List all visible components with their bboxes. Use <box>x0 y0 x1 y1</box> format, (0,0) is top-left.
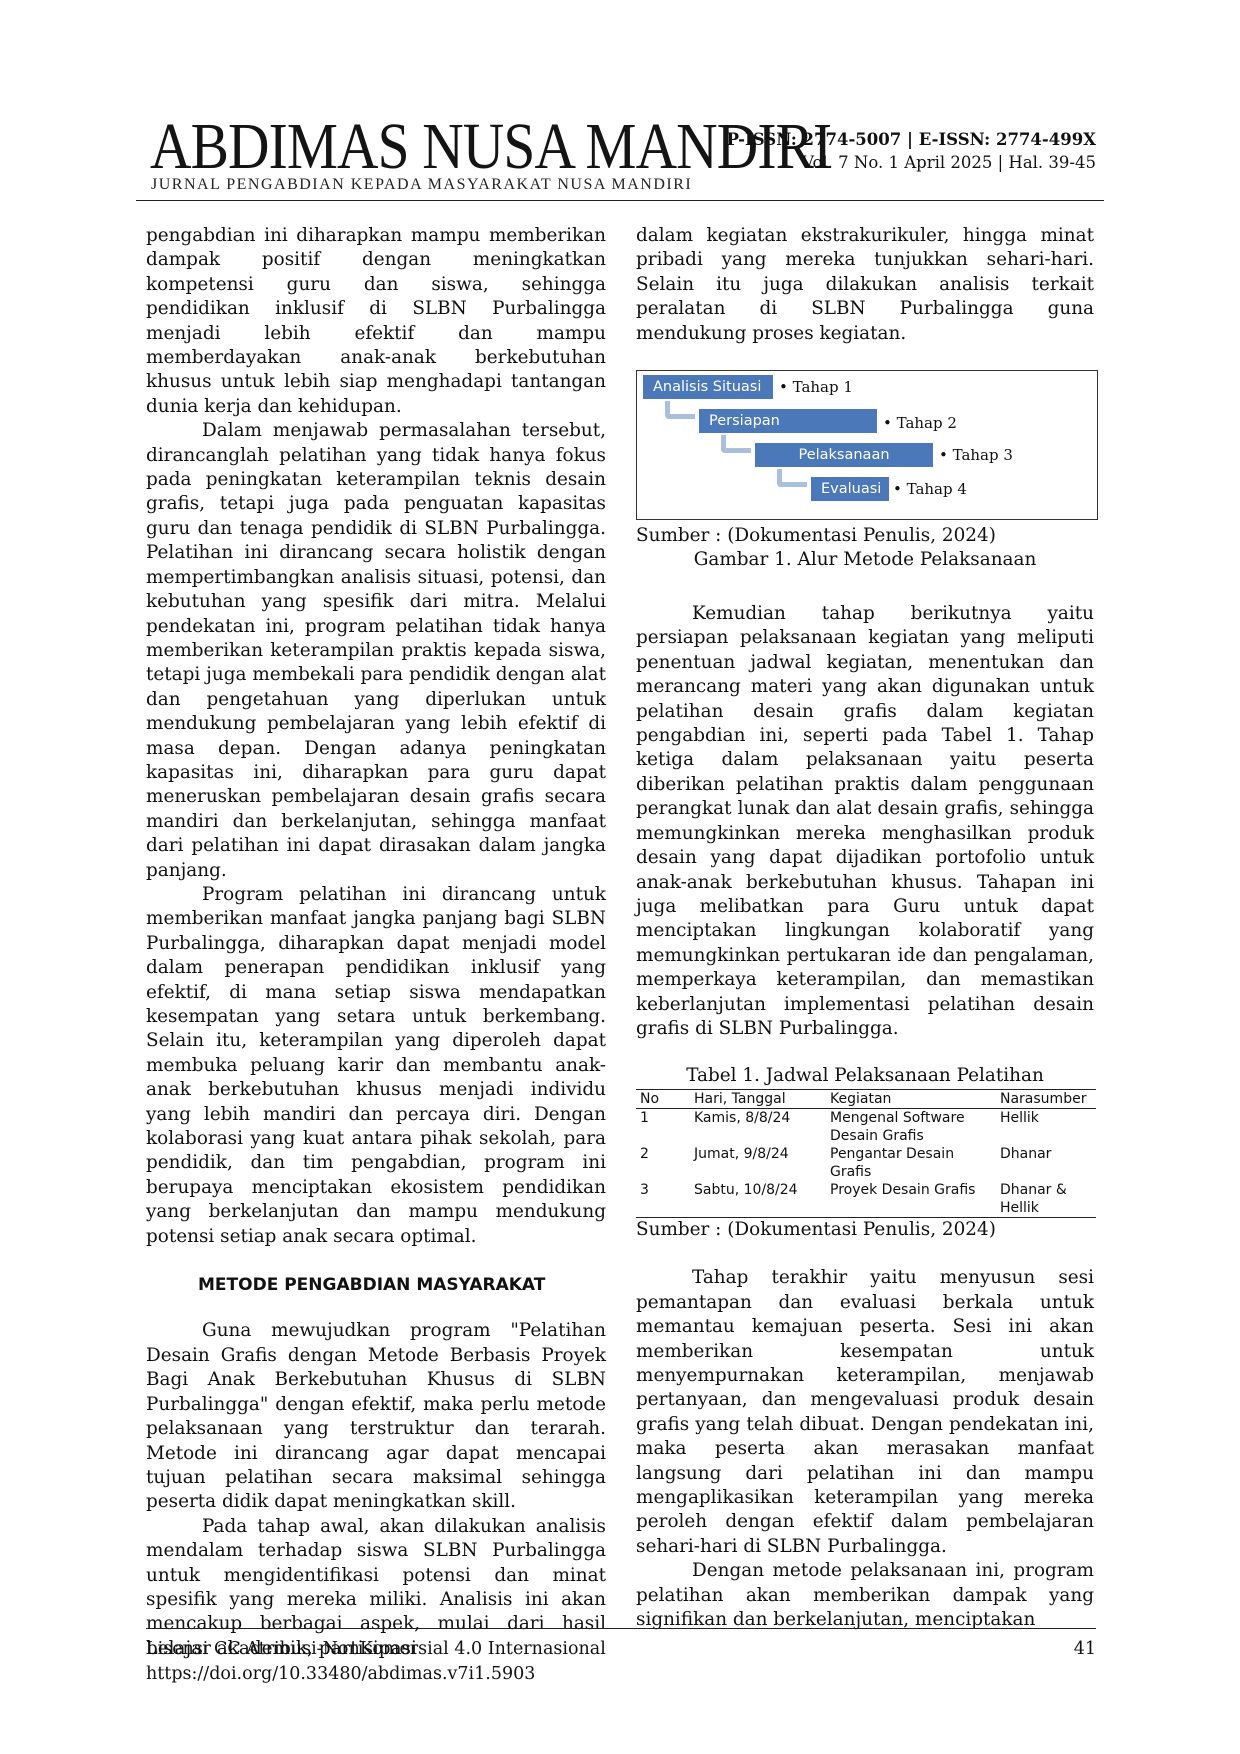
paragraph: dalam kegiatan ekstrakurikuler, hingga m… <box>636 225 1094 344</box>
step-tag-3: • Tahap 3 <box>939 446 1013 465</box>
table-cell: Dhanar <box>1000 1146 1052 1163</box>
table-row: 3 Sabtu, 10/8/24 Proyek Desain Grafis Dh… <box>636 1181 1096 1219</box>
license-text: Lisensi CC Atribusi-NonKomersial 4.0 Int… <box>146 1639 606 1659</box>
table-header-cell: No <box>636 1089 690 1110</box>
flow-connector-arrow <box>665 401 695 420</box>
journal-logo-title: ABDIMAS NUSA MANDIRI <box>150 110 832 183</box>
paragraph: Kemudian tahap berikutnya yaitu persiapa… <box>636 603 1094 1039</box>
page-footer: Lisensi CC Atribusi-NonKomersial 4.0 Int… <box>146 1628 1096 1687</box>
paragraph: Dengan metode pelaksanaan ini, program p… <box>636 1560 1094 1631</box>
paragraph: Pada tahap awal, akan dilakukan analisis… <box>146 1515 606 1659</box>
volume-info: Vol. 7 No. 1 April 2025 | Hal. 39-45 <box>802 153 1096 172</box>
method-flow-figure: Analisis Situasi • Tahap 1 Persiapan Pel… <box>636 370 1098 521</box>
table-cell: 2 <box>640 1146 649 1163</box>
paragraph: Tahap terakhir yaitu menyusun sesi peman… <box>636 1267 1094 1557</box>
paragraph: Guna mewujudkan program "Pelatihan Desai… <box>146 1320 606 1513</box>
flow-connector-arrow <box>721 435 751 454</box>
step-tag-4: • Tahap 4 <box>893 480 967 499</box>
table-header-row: No Hari, Tanggal Kegiatan Narasumber <box>636 1089 1096 1110</box>
table-cell: Mengenal Software Desain Grafis <box>830 1110 965 1145</box>
spacer <box>636 1242 1094 1266</box>
right-column: dalam kegiatan ekstrakurikuler, hingga m… <box>636 224 1098 1632</box>
paragraph: Program pelatihan ini dirancang untuk me… <box>146 883 606 1247</box>
figure-caption: Gambar 1. Alur Metode Pelaksanaan <box>693 549 1037 571</box>
spacer <box>636 588 1094 602</box>
step-box-4: Evaluasi <box>811 477 889 502</box>
table-cell: Pengantar Desain Grafis <box>830 1146 955 1181</box>
flow-connector-arrow <box>777 469 807 488</box>
table-row: 2 Jumat, 9/8/24 Pengantar Desain Grafis … <box>636 1145 1096 1181</box>
section-heading: METODE PENGABDIAN MASYARAKAT <box>198 1275 546 1296</box>
step-tag-1: • Tahap 1 <box>779 378 853 397</box>
table-cell: 3 <box>636 1181 690 1219</box>
table-cell: Sabtu, 10/8/24 <box>690 1181 826 1219</box>
table-cell: Dhanar & Hellik <box>996 1181 1096 1219</box>
journal-logo-subtitle: JURNAL PENGABDIAN KEPADA MASYARAKAT NUSA… <box>151 176 693 193</box>
doi-link[interactable]: https://doi.org/10.33480/abdimas.v7i1.59… <box>146 1664 536 1684</box>
journal-header: ABDIMAS NUSA MANDIRI JURNAL PENGABDIAN K… <box>136 108 1104 201</box>
step-tag-2: • Tahap 2 <box>883 414 957 433</box>
table-cell: Hellik <box>1000 1110 1039 1127</box>
figure-source: Sumber : (Dokumentasi Penulis, 2024) <box>636 525 996 547</box>
table-cell: Jumat, 9/8/24 <box>694 1146 789 1163</box>
table-source: Sumber : (Dokumentasi Penulis, 2024) <box>636 1219 996 1241</box>
table-row: 1 Kamis, 8/8/24 Mengenal Software Desain… <box>636 1109 1096 1146</box>
schedule-table: No Hari, Tanggal Kegiatan Narasumber 1 K… <box>636 1089 1096 1219</box>
table-cell: Proyek Desain Grafis <box>826 1181 996 1219</box>
left-column: pengabdian ini diharapkan mampu memberik… <box>146 224 606 1661</box>
issn-info: P-ISSN: 2774-5007 | E-ISSN: 2774-499X <box>726 130 1096 149</box>
table-title: Tabel 1. Jadwal Pelaksanaan Pelatihan <box>686 1065 1044 1087</box>
table-header-cell: Narasumber <box>996 1089 1096 1110</box>
table-cell: Kamis, 8/8/24 <box>694 1110 791 1127</box>
table-cell: 1 <box>640 1110 649 1127</box>
step-box-2: Persiapan Pelaksanaan <box>699 409 877 453</box>
table-header-cell: Kegiatan <box>826 1089 996 1110</box>
page-number: 41 <box>1073 1639 1096 1659</box>
paragraph: pengabdian ini diharapkan mampu memberik… <box>146 225 606 417</box>
table-header-cell: Hari, Tanggal <box>690 1089 826 1110</box>
paragraph: Dalam menjawab permasalahan tersebut, di… <box>146 420 606 881</box>
step-box-1: Analisis Situasi <box>643 375 773 400</box>
step-box-3: Pelaksanaan Kegiatan <box>755 443 933 487</box>
